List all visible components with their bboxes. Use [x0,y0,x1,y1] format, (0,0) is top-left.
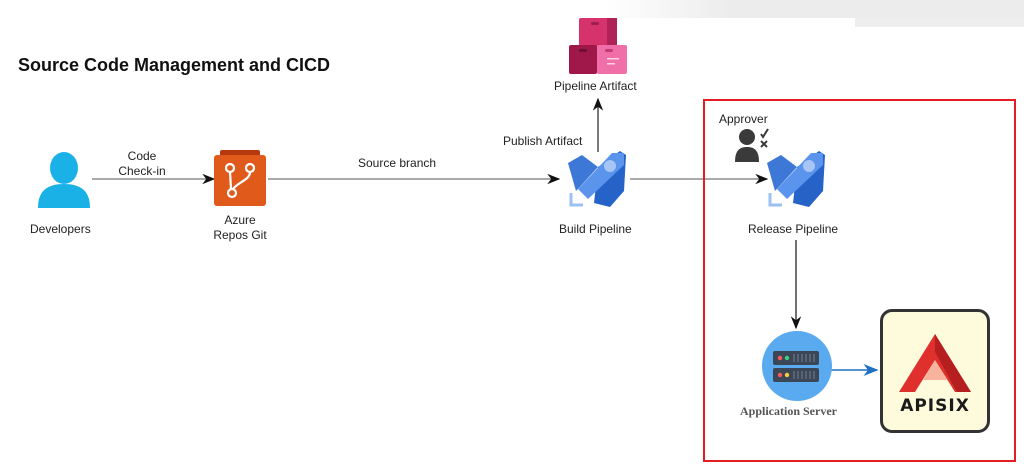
azure-repos-icon [214,150,266,206]
checkin-label-line1: Code [127,149,157,163]
artifact-boxes-icon [569,18,627,74]
repos-label-line2: Repos Git [213,228,267,242]
app-server-label: Application Server [740,404,837,418]
approver-label: Approver [719,112,768,126]
checkin-label-line2: Check-in [118,164,166,178]
release-pipeline-rocket-icon [767,151,825,207]
apisix-node: APISIX [880,309,990,433]
source-branch-label: Source branch [358,156,437,170]
publish-artifact-label: Publish Artifact [503,134,583,148]
build-pipeline-label: Build Pipeline [559,222,632,236]
repos-label: Azure Repos Git [212,213,268,243]
top-gradient-bar [605,0,1024,18]
release-highlight-box [703,99,1016,462]
artifact-label: Pipeline Artifact [554,79,637,93]
apisix-wordmark: APISIX [900,396,970,416]
azure-pipelines-rocket-icon [568,151,626,207]
release-pipeline-label: Release Pipeline [748,222,839,236]
approver-user-check-icon [735,128,769,162]
server-icon [762,331,832,401]
developers-label: Developers [30,222,91,236]
top-gradient-bar-lower [855,18,1024,27]
user-icon [38,152,90,208]
repos-label-line1: Azure [224,213,256,227]
checkin-label: Code Check-in [114,149,170,179]
diagram-title: Source Code Management and CICD [18,55,331,75]
apisix-logo-icon [899,334,971,392]
